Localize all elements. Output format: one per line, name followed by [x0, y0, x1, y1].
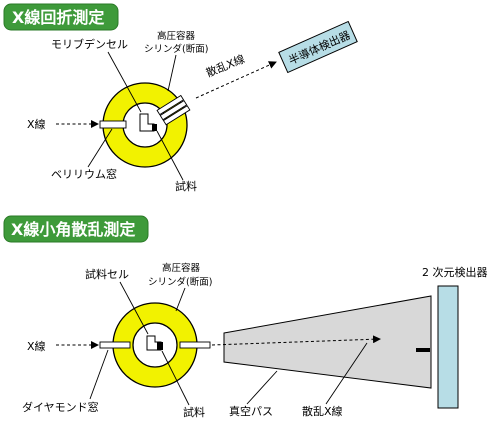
diffraction-sample-label: 試料 — [175, 179, 197, 193]
saxs-sample — [157, 342, 163, 350]
semiconductor-detector — [278, 20, 358, 74]
saxs-scattered-label: 散乱X線 — [302, 404, 343, 418]
saxs-xray-in-label: X線 — [27, 339, 46, 353]
molybdenum-cell-label: モリブデンセル — [51, 37, 128, 51]
diffraction-vessel-label-1: 高圧容器 — [157, 30, 196, 42]
area-detector — [437, 285, 459, 409]
vacuum-path-label: 真空パス — [229, 404, 273, 418]
diffraction-xray-in-label: X線 — [27, 117, 46, 131]
saxs-vessel-label-2: シリンダ(断面) — [148, 276, 212, 288]
diffraction-badge — [3, 3, 119, 31]
diffraction-scattered-label: 散乱X線 — [204, 52, 247, 80]
diamond-window-exit — [179, 341, 211, 349]
saxs-section: X線小角散乱測定 X線 試料セル 高圧容器 シリンダ(断面) ダイヤモンド窓 試… — [3, 215, 488, 419]
vacuum-path-leader — [246, 370, 278, 405]
diamond-window-label: ダイヤモンド窓 — [22, 400, 99, 414]
diffraction-title: X線回折測定 — [12, 8, 104, 27]
saxs-scattered-leader — [325, 342, 368, 405]
saxs-badge — [3, 215, 149, 243]
molybdenum-cell-leader — [107, 51, 142, 113]
diffraction-sample-leader — [156, 130, 184, 181]
beryllium-window-entrance — [99, 120, 127, 129]
saxs-title: X線小角散乱測定 — [11, 220, 135, 239]
saxs-scattered-beam — [211, 335, 381, 346]
diffraction-vessel-leader — [167, 54, 177, 92]
sample-cell-leader — [119, 281, 149, 335]
saxs-vessel-leader — [175, 287, 186, 312]
diamond-window-leader — [89, 349, 109, 400]
diffraction-sample — [152, 124, 157, 131]
vacuum-path — [223, 295, 432, 389]
area-detector-label: 2 次元検出器 — [422, 265, 488, 279]
sample-cell-label: 試料セル — [85, 267, 129, 281]
beryllium-window-exit — [162, 105, 191, 126]
beam-stop — [416, 348, 430, 352]
saxs-vessel-label-1: 高圧容器 — [162, 262, 201, 274]
saxs-sample-label: 試料 — [183, 405, 205, 419]
diamond-window-entrance — [99, 341, 131, 349]
beryllium-window-exit — [159, 100, 188, 121]
saxs-sample-leader — [161, 350, 190, 406]
diffraction-scattered-beam — [195, 61, 277, 99]
beryllium-window-exit — [156, 94, 185, 116]
diffraction-vessel-label-2: シリンダ(断面) — [144, 43, 208, 55]
beryllium-window-leader — [87, 128, 113, 168]
beryllium-window-label: ベリリウム窓 — [51, 167, 117, 181]
diffraction-section: X線回折測定 X線 散乱X線 半導体検出器 モリブデンセル 高圧容器 シリンダ — [3, 3, 358, 193]
